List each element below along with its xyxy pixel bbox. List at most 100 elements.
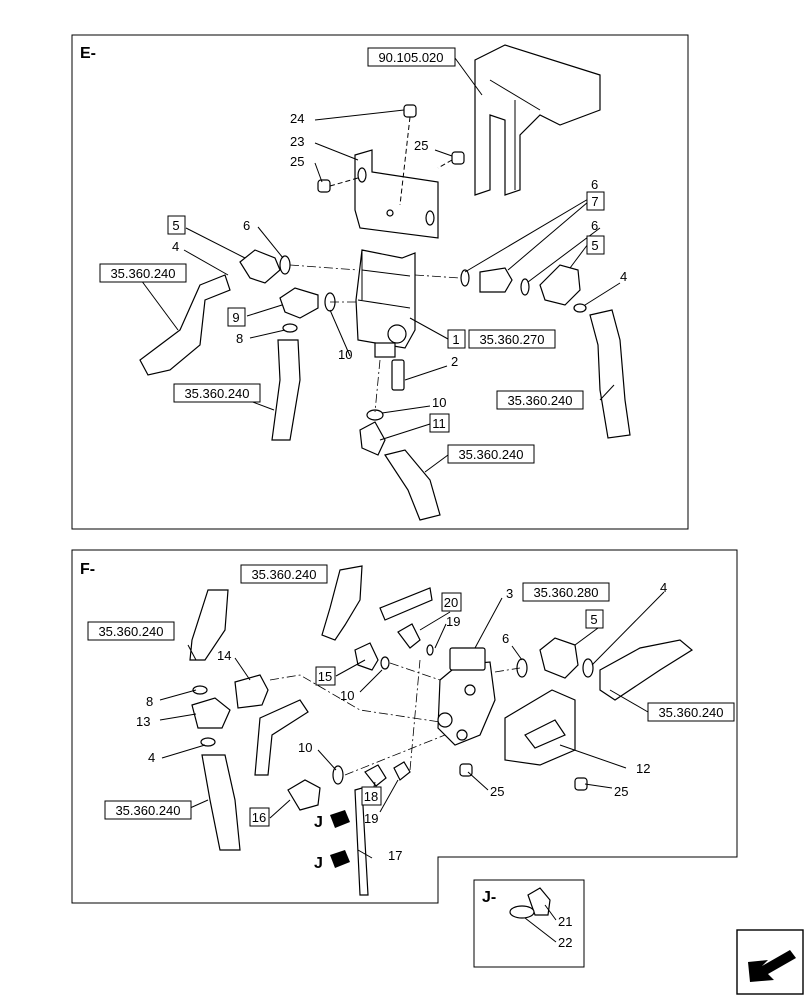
callout-12: 12 xyxy=(636,761,650,776)
hose-e-bottom xyxy=(384,449,441,521)
boxed-callout-20: 20 xyxy=(444,595,458,610)
callout-25-e-left: 25 xyxy=(290,154,304,169)
ref-35-360-240-f-bottom[interactable]: 35.360.240 xyxy=(115,803,180,818)
callout-24: 24 xyxy=(290,111,304,126)
o-ring-10-f-top xyxy=(380,656,390,670)
bracket-23 xyxy=(354,149,439,239)
o-ring-8-f xyxy=(192,685,208,695)
o-ring-6-left xyxy=(279,255,291,275)
callout-4-f-right: 4 xyxy=(660,580,667,595)
callout-6-e-left: 6 xyxy=(243,218,250,233)
callout-14: 14 xyxy=(217,648,231,663)
o-ring-8 xyxy=(282,323,298,333)
callout-10-e-bottom: 10 xyxy=(432,395,446,410)
ref-35-360-280[interactable]: 35.360.280 xyxy=(533,585,598,600)
callout-6-f: 6 xyxy=(502,631,509,646)
callout-2: 2 xyxy=(451,354,458,369)
o-ring-4-f-left xyxy=(200,737,216,747)
boxed-callout-9: 9 xyxy=(232,310,239,325)
callout-10-f-bottom: 10 xyxy=(298,740,312,755)
section-e-frame xyxy=(71,34,689,530)
callout-4-e-left: 4 xyxy=(172,239,179,254)
clamp-22 xyxy=(509,905,535,919)
callout-6-e-right-top: 6 xyxy=(591,177,598,192)
clip-marker-j-lower xyxy=(330,850,350,868)
callout-25-f-left: 25 xyxy=(490,784,504,799)
section-j-frame xyxy=(473,879,585,968)
callout-10-f-top: 10 xyxy=(340,688,354,703)
o-ring-10-bottom xyxy=(366,409,384,421)
sensor-20 xyxy=(397,623,421,649)
hose-e-right xyxy=(589,309,631,439)
boxed-callout-5-e-left: 5 xyxy=(172,218,179,233)
valve-block-1 xyxy=(355,249,416,391)
o-ring-19-top xyxy=(426,644,434,656)
o-ring-4-f xyxy=(582,658,594,678)
elbow-fitting-16 xyxy=(287,779,321,811)
section-e-label: E- xyxy=(80,45,96,62)
boxed-callout-1: 1 xyxy=(452,332,459,347)
hose-e-left xyxy=(139,274,231,376)
callout-10-e-left: 10 xyxy=(338,347,352,362)
ref-35-360-240-f-left[interactable]: 35.360.240 xyxy=(98,624,163,639)
ref-90-105-020[interactable]: 90.105.020 xyxy=(378,50,443,65)
chassis-frame xyxy=(474,44,601,196)
adapter-15 xyxy=(354,642,379,671)
ref-35-360-240-f-top[interactable]: 35.360.240 xyxy=(251,567,316,582)
o-ring-4-right xyxy=(573,303,587,313)
callout-19-top: 19 xyxy=(446,614,460,629)
section-f-label: F- xyxy=(80,561,95,578)
boxed-callout-5-f: 5 xyxy=(590,612,597,627)
boxed-callout-16: 16 xyxy=(252,810,266,825)
callout-17: 17 xyxy=(388,848,402,863)
hose-f-right xyxy=(599,639,694,701)
callout-25-f-right: 25 xyxy=(614,784,628,799)
ref-35-360-240-f-right[interactable]: 35.360.240 xyxy=(658,705,723,720)
callout-22: 22 xyxy=(558,935,572,950)
line-17 xyxy=(354,787,369,896)
ref-35-360-240-e-bottom[interactable]: 35.360.240 xyxy=(458,447,523,462)
elbow-fitting-11 xyxy=(359,421,386,456)
control-valve-3 xyxy=(437,647,496,746)
callout-4-e-right: 4 xyxy=(620,269,627,284)
callout-6-e-right: 6 xyxy=(591,218,598,233)
arrow-back-icon[interactable] xyxy=(736,929,804,995)
o-ring-6-right-2 xyxy=(520,278,530,296)
callout-21: 21 xyxy=(558,914,572,929)
boxed-callout-11: 11 xyxy=(432,416,446,431)
o-ring-6-right xyxy=(460,269,470,287)
hose-f-top-left xyxy=(189,589,229,661)
adapter-7 xyxy=(479,267,513,293)
bolt-25-left xyxy=(317,177,359,193)
hose-f-top-center xyxy=(321,565,363,641)
hose-e-center-left xyxy=(271,339,301,441)
boxed-callout-7: 7 xyxy=(591,194,598,209)
bolt-24 xyxy=(399,104,417,206)
ref-35-360-240-e-left[interactable]: 35.360.240 xyxy=(110,266,175,281)
ref-35-360-240-e-center[interactable]: 35.360.240 xyxy=(184,386,249,401)
elbow-fitting-5-f xyxy=(539,637,579,679)
ref-35-360-240-e-right[interactable]: 35.360.240 xyxy=(507,393,572,408)
hose-f-bottom-left xyxy=(201,754,241,851)
boxed-callout-15: 15 xyxy=(318,669,332,684)
callout-23: 23 xyxy=(290,134,304,149)
o-ring-10-f-bottom xyxy=(332,765,344,785)
detail-marker-j-lower: J xyxy=(314,855,323,872)
elbow-fitting-9 xyxy=(279,287,319,319)
section-j-label: J- xyxy=(482,889,496,906)
callout-8-f: 8 xyxy=(146,694,153,709)
boxed-callout-5-e-right: 5 xyxy=(591,238,598,253)
adapter-14 xyxy=(234,674,269,709)
ref-35-360-270[interactable]: 35.360.270 xyxy=(479,332,544,347)
callout-8-e: 8 xyxy=(236,331,243,346)
o-ring-6-f xyxy=(516,658,528,678)
detail-marker-j-upper: J xyxy=(314,814,323,831)
tee-fitting-13 xyxy=(191,697,231,729)
elbow-fitting-5-right xyxy=(539,264,581,306)
bolt-25-right xyxy=(437,151,465,169)
elbow-fitting-5-left xyxy=(239,249,281,284)
callout-3: 3 xyxy=(506,586,513,601)
hose-f-center xyxy=(254,699,309,776)
callout-13: 13 xyxy=(136,714,150,729)
